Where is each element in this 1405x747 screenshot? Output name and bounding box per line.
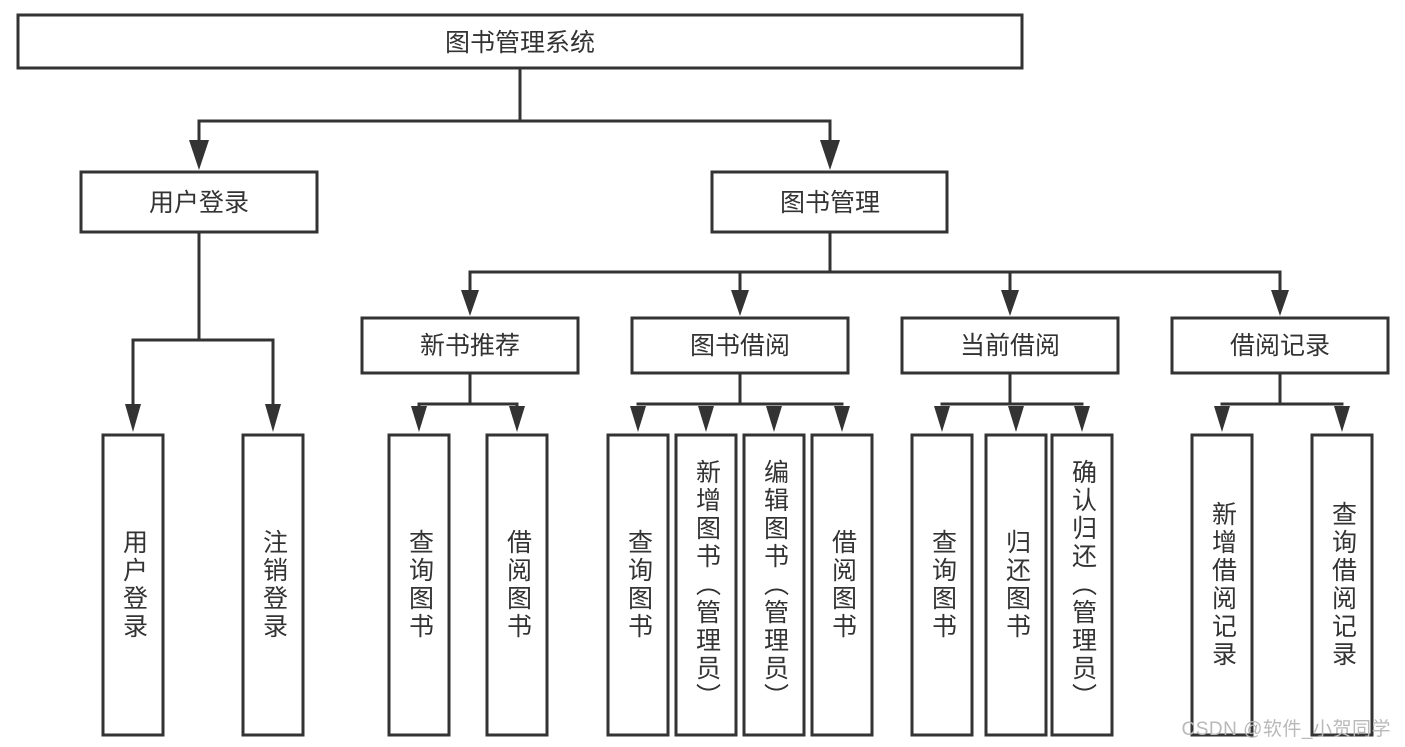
node-user-login[interactable]: 用户登录	[79, 170, 319, 234]
leaf-node-borrow-book-1[interactable]: 借阅图书	[485, 433, 549, 737]
arrow-bb-leaf-3	[766, 406, 782, 432]
leaf-add-record-box[interactable]	[1190, 433, 1254, 737]
node-new-book-recommend[interactable]: 新书推荐	[360, 316, 580, 375]
arrow-cb-leaf-1	[934, 406, 950, 432]
node-root-label: 图书管理系统	[445, 29, 595, 57]
arrow-to-current-borrow	[1001, 290, 1019, 316]
arrow-br-leaf-2	[1334, 406, 1350, 432]
node-current-borrow[interactable]: 当前借阅	[900, 316, 1120, 375]
leaf-confirm-return-box[interactable]	[1050, 433, 1114, 737]
node-borrow-record-box[interactable]	[1170, 316, 1390, 375]
leaf-add-book-box[interactable]	[674, 433, 738, 737]
arrow-root-to-user-login	[189, 140, 209, 170]
leaf-user-login-box[interactable]	[101, 433, 165, 737]
leaf-node-confirm-return[interactable]: 确认归还（管理员）	[1050, 433, 1114, 737]
node-borrow-record-label: 借阅记录	[1230, 332, 1330, 360]
leaf-add-book-label: 新增图书（管理员）	[692, 459, 721, 711]
leaf-node-query-record[interactable]: 查询借阅记录	[1310, 433, 1374, 737]
connector-group-root-to-level2	[189, 66, 840, 170]
leaf-query-record-box[interactable]	[1310, 433, 1374, 737]
leaf-borrow-book-1-box[interactable]	[485, 433, 549, 737]
arrow-bb-leaf-4	[834, 406, 850, 432]
leaf-node-query-book-1[interactable]: 查询图书	[387, 433, 451, 737]
connector-group-book-borrow-leaves	[630, 371, 850, 432]
node-book-borrow-label: 图书借阅	[690, 332, 790, 360]
leaf-node-add-book[interactable]: 新增图书（管理员）	[674, 433, 738, 737]
arrow-bb-leaf-1	[630, 406, 646, 432]
node-new-book-recommend-box[interactable]	[360, 316, 580, 375]
leaf-node-borrow-book-2[interactable]: 借阅图书	[810, 433, 874, 737]
arrow-user-login-leaf-2	[265, 404, 281, 432]
leaf-node-user-login[interactable]: 用户登录	[101, 433, 165, 737]
node-current-borrow-box[interactable]	[900, 316, 1120, 375]
node-book-manage-label: 图书管理	[780, 189, 880, 217]
connector-group-borrow-record-leaves	[1214, 371, 1350, 432]
leaf-node-edit-book[interactable]: 编辑图书（管理员）	[742, 433, 806, 737]
leaf-query-book-3-label: 查询图书	[928, 529, 957, 641]
arrow-to-borrow-record	[1271, 290, 1289, 316]
leaf-borrow-book-2-label: 借阅图书	[828, 529, 857, 641]
arrow-cb-leaf-3	[1074, 406, 1090, 432]
arrow-nbr-leaf-1	[411, 406, 427, 432]
leaf-node-query-book-3[interactable]: 查询图书	[910, 433, 974, 737]
leaf-user-logout-box[interactable]	[241, 433, 305, 737]
connector-group-book-manage-to-level3	[461, 230, 1289, 316]
leaf-return-book-box[interactable]	[984, 433, 1048, 737]
leaf-query-book-1-label: 查询图书	[405, 529, 434, 641]
leaf-query-book-3-box[interactable]	[910, 433, 974, 737]
arrow-cb-leaf-2	[1008, 406, 1024, 432]
arrow-nbr-leaf-2	[509, 406, 525, 432]
connector-group-new-book-recommend-leaves	[411, 371, 525, 432]
node-root[interactable]: 图书管理系统	[16, 13, 1024, 70]
arrow-to-book-borrow	[731, 290, 749, 316]
leaf-node-user-logout[interactable]: 注销登录	[241, 433, 305, 737]
arrow-root-to-book-manage	[820, 140, 840, 170]
connector-group-user-login-leaves	[125, 230, 281, 432]
arrow-to-new-book-recommend	[461, 290, 479, 316]
node-user-login-box[interactable]	[79, 170, 319, 234]
node-current-borrow-label: 当前借阅	[960, 332, 1060, 360]
leaf-query-record-label: 查询借阅记录	[1328, 501, 1357, 669]
leaf-edit-book-label: 编辑图书（管理员）	[760, 459, 789, 711]
node-new-book-recommend-label: 新书推荐	[420, 332, 520, 360]
leaf-confirm-return-label: 确认归还（管理员）	[1068, 459, 1097, 711]
leaf-node-query-book-2[interactable]: 查询图书	[606, 433, 670, 737]
node-user-login-label: 用户登录	[149, 189, 249, 217]
leaf-borrow-book-1-label: 借阅图书	[503, 529, 532, 641]
leaf-borrow-book-2-box[interactable]	[810, 433, 874, 737]
arrow-bb-leaf-2	[698, 406, 714, 432]
node-book-borrow[interactable]: 图书借阅	[630, 316, 850, 375]
connector-group-current-borrow-leaves	[934, 371, 1090, 432]
node-book-borrow-box[interactable]	[630, 316, 850, 375]
leaf-return-book-label: 归还图书	[1002, 529, 1031, 641]
leaf-node-add-record[interactable]: 新增借阅记录	[1190, 433, 1254, 737]
node-root-box[interactable]	[16, 13, 1024, 70]
leaf-user-login-label: 用户登录	[119, 529, 148, 641]
leaf-user-logout-label: 注销登录	[259, 529, 288, 641]
arrow-user-login-leaf-1	[125, 404, 141, 432]
arrow-br-leaf-1	[1214, 406, 1230, 432]
leaf-node-return-book[interactable]: 归还图书	[984, 433, 1048, 737]
leaf-add-record-label: 新增借阅记录	[1208, 501, 1237, 669]
leaf-query-book-2-label: 查询图书	[624, 529, 653, 641]
node-book-manage-box[interactable]	[710, 170, 949, 234]
node-book-manage[interactable]: 图书管理	[710, 170, 949, 234]
leaf-edit-book-box[interactable]	[742, 433, 806, 737]
leaf-query-book-1-box[interactable]	[387, 433, 451, 737]
leaf-query-book-2-box[interactable]	[606, 433, 670, 737]
node-borrow-record[interactable]: 借阅记录	[1170, 316, 1390, 375]
